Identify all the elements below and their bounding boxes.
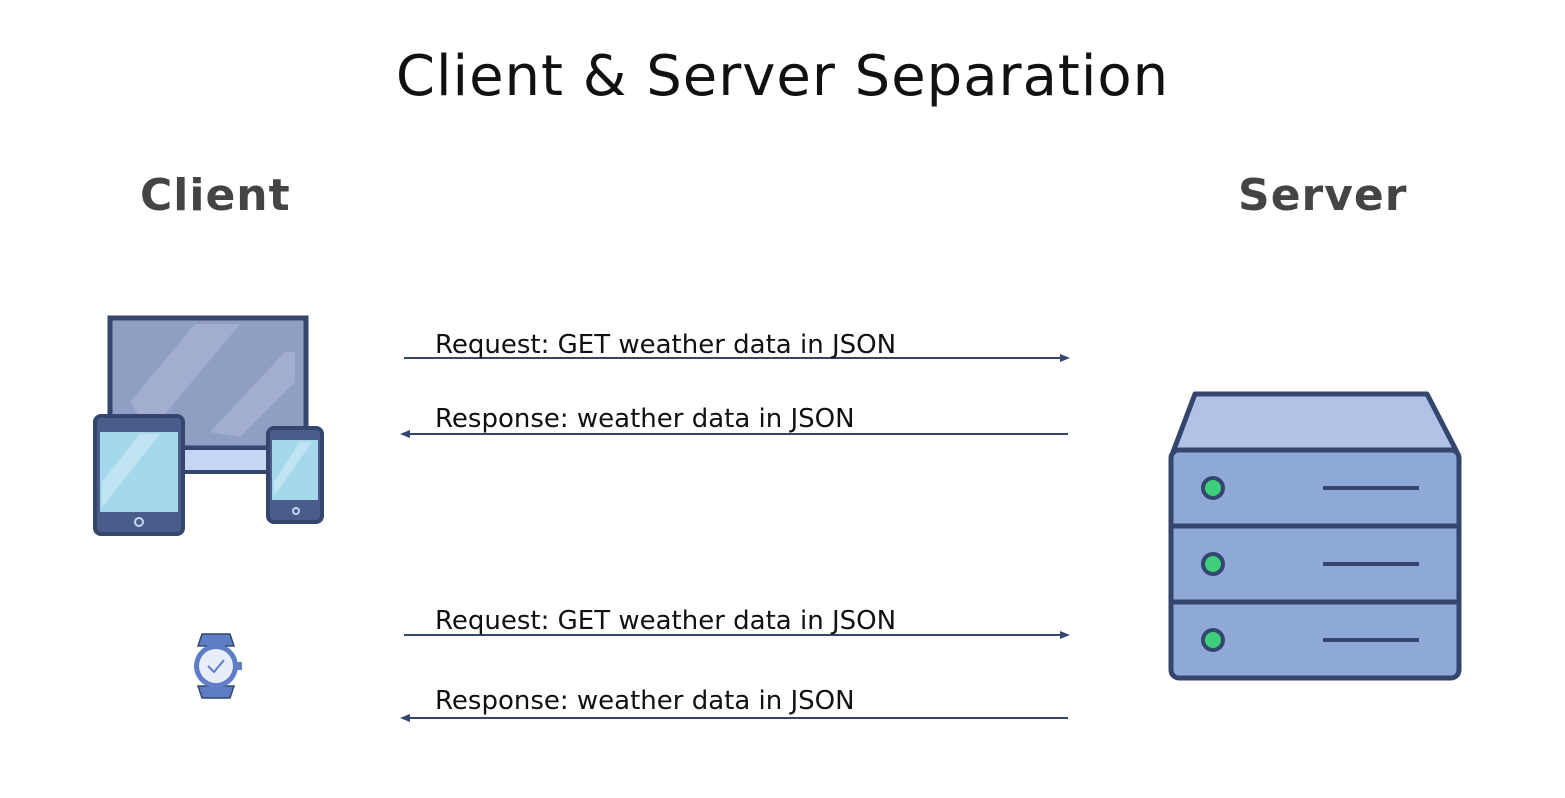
devices-icon (93, 315, 324, 536)
client-heading: Client (140, 170, 291, 221)
smartwatch-icon (194, 633, 242, 699)
response-label-2: Response: weather data in JSON (435, 686, 855, 716)
server-heading: Server (1238, 170, 1408, 221)
page-title: Client & Server Separation (395, 44, 1170, 109)
response-label-1: Response: weather data in JSON (435, 404, 855, 434)
request-label-1: Request: GET weather data in JSON (435, 330, 897, 360)
server-icon (1168, 391, 1462, 681)
request-label-2: Request: GET weather data in JSON (435, 606, 897, 636)
